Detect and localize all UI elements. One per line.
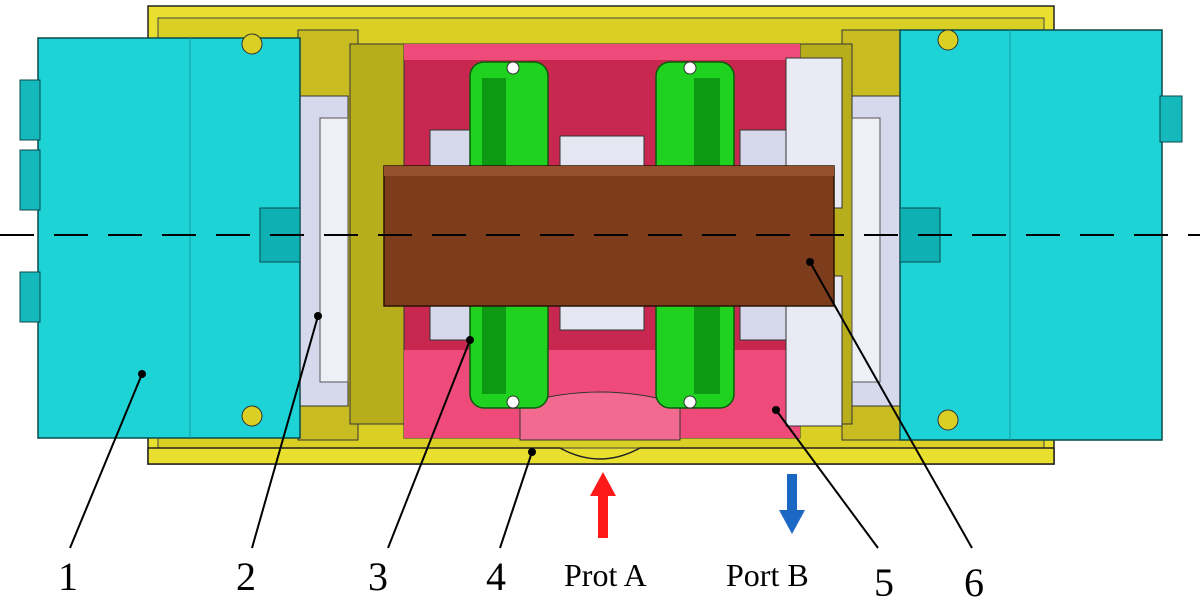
leader-dots [138,258,814,456]
port-a-arrow [590,472,616,538]
pistons [469,61,735,409]
port-b-arrow [779,474,805,534]
label-port-a: Prot A [564,557,647,593]
leader-lines [69,261,973,549]
label-1: 1 [58,554,78,599]
label-3: 3 [368,554,388,599]
label-4: 4 [486,554,506,599]
label-5: 5 [874,560,894,603]
label-6: 6 [964,560,984,603]
label-port-b: Port B [726,557,809,593]
label-2: 2 [236,554,256,599]
